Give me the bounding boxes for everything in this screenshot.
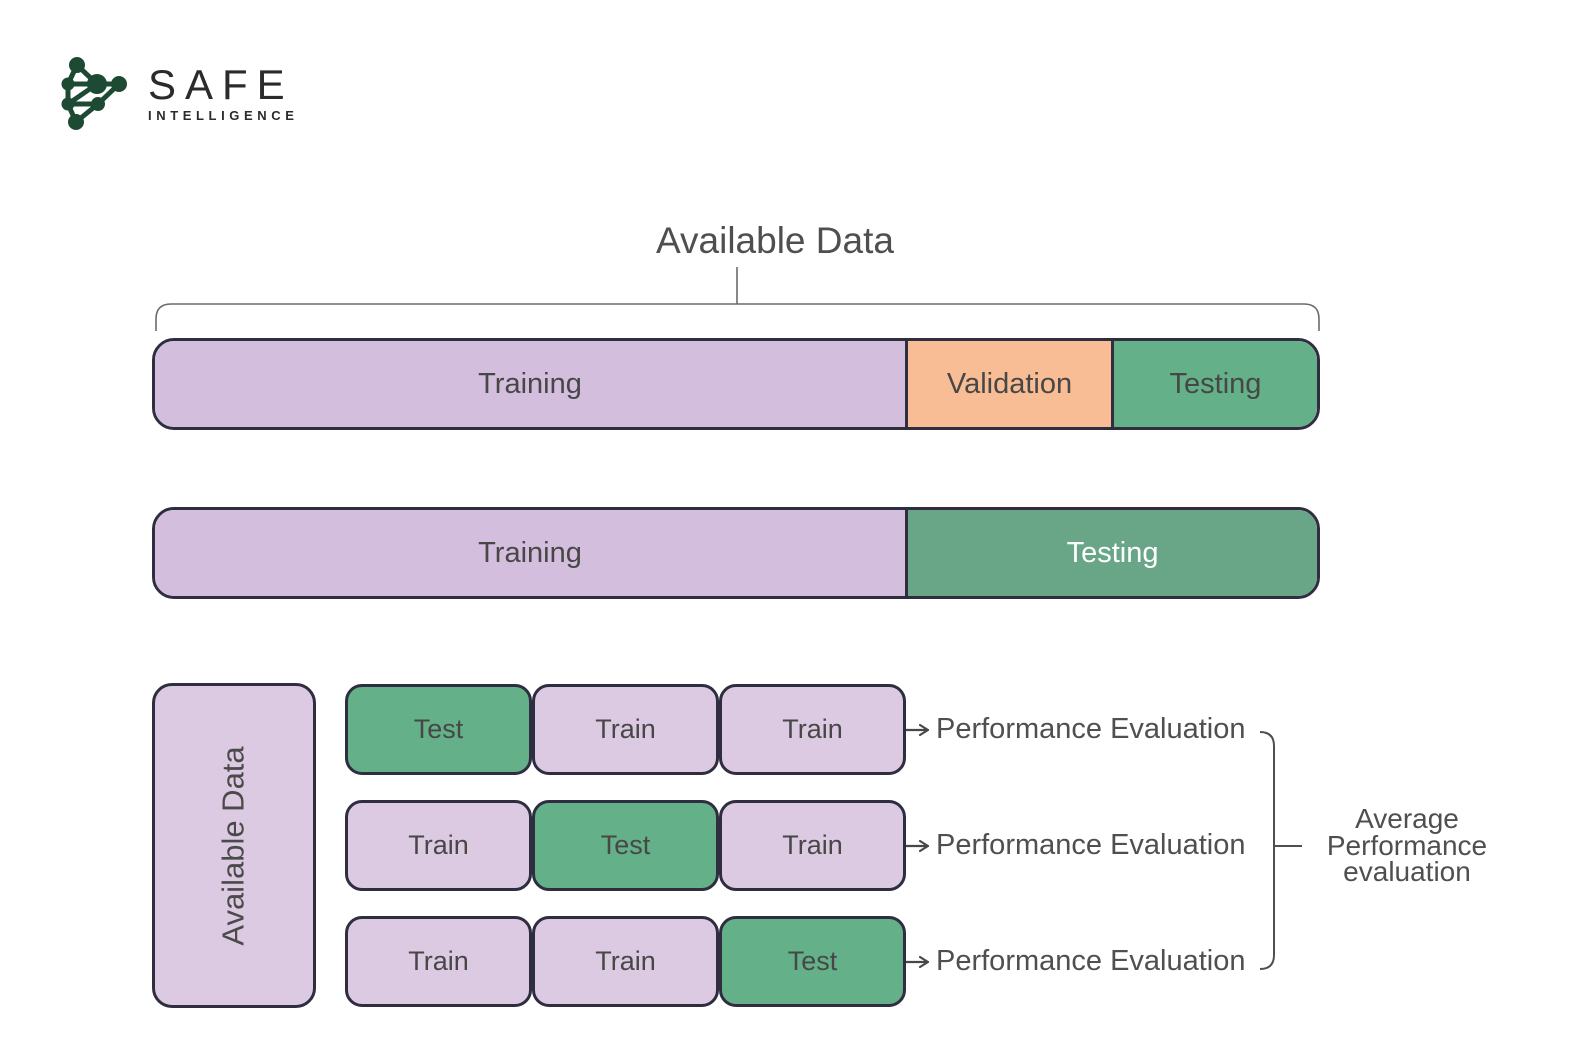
aggregate-bracket bbox=[1259, 731, 1302, 970]
cv-cell-train: Train bbox=[532, 916, 719, 1007]
performance-evaluation-label-3: Performance Evaluation bbox=[936, 945, 1246, 977]
cell-label: Train bbox=[595, 714, 656, 744]
avg-label-line-1: Average bbox=[1355, 803, 1459, 834]
cv-cell-train: Train bbox=[719, 684, 906, 775]
cell-label: Train bbox=[782, 830, 843, 860]
cv-fold-row-3: Train Train Test bbox=[345, 916, 906, 1007]
cv-cell-train: Train bbox=[719, 800, 906, 891]
available-data-box: Available Data bbox=[152, 683, 316, 1008]
cell-label: Test bbox=[600, 830, 651, 860]
traintest-testing-segment: Testing bbox=[905, 510, 1317, 596]
holdout-testing-segment: Testing bbox=[1110, 341, 1317, 427]
segment-label: Training bbox=[478, 367, 582, 400]
cv-cell-test: Test bbox=[532, 800, 719, 891]
train-test-split-bar: Training Testing bbox=[152, 507, 1320, 599]
average-performance-evaluation-label: Average Performance evaluation bbox=[1302, 803, 1512, 887]
segment-label: Testing bbox=[1169, 367, 1262, 400]
cv-cell-test: Test bbox=[345, 684, 532, 775]
cv-cell-test: Test bbox=[719, 916, 906, 1007]
cell-label: Train bbox=[408, 830, 469, 860]
cv-cell-train: Train bbox=[532, 684, 719, 775]
holdout-training-segment: Training bbox=[155, 341, 906, 427]
performance-evaluation-label-2: Performance Evaluation bbox=[936, 829, 1246, 861]
holdout-validation-segment: Validation bbox=[905, 341, 1111, 427]
cell-label: Train bbox=[408, 946, 469, 976]
cell-label: Train bbox=[782, 714, 843, 744]
cv-cell-train: Train bbox=[345, 916, 532, 1007]
avg-label-line-2: Performance bbox=[1326, 829, 1488, 861]
segment-label: Validation bbox=[946, 367, 1073, 400]
cv-cell-train: Train bbox=[345, 800, 532, 891]
segment-label: Training bbox=[478, 536, 582, 569]
top-brace bbox=[155, 267, 1320, 331]
brand-name: SAFE bbox=[148, 61, 294, 108]
performance-evaluation-label-1: Performance Evaluation bbox=[936, 713, 1246, 745]
available-data-vertical-label: Available Data bbox=[216, 745, 251, 946]
flow-arrows bbox=[904, 723, 930, 969]
cell-label: Test bbox=[413, 714, 464, 744]
available-data-title: Available Data bbox=[656, 220, 894, 261]
brand-logo: SAFE INTELLIGENCE bbox=[54, 50, 299, 138]
segment-label: Testing bbox=[1066, 536, 1159, 569]
cell-label: Test bbox=[787, 946, 838, 976]
cv-fold-row-1: Test Train Train bbox=[345, 684, 906, 775]
cell-label: Train bbox=[595, 946, 656, 976]
brand-wordmark: SAFE INTELLIGENCE bbox=[148, 61, 299, 124]
holdout-split-bar: Training Validation Testing bbox=[152, 338, 1320, 430]
traintest-training-segment: Training bbox=[155, 510, 906, 596]
cv-fold-row-2: Train Test Train bbox=[345, 800, 906, 891]
avg-label-line-3: evaluation bbox=[1343, 856, 1471, 887]
network-graph-icon bbox=[61, 57, 127, 130]
brand-subtitle: INTELLIGENCE bbox=[148, 108, 299, 123]
